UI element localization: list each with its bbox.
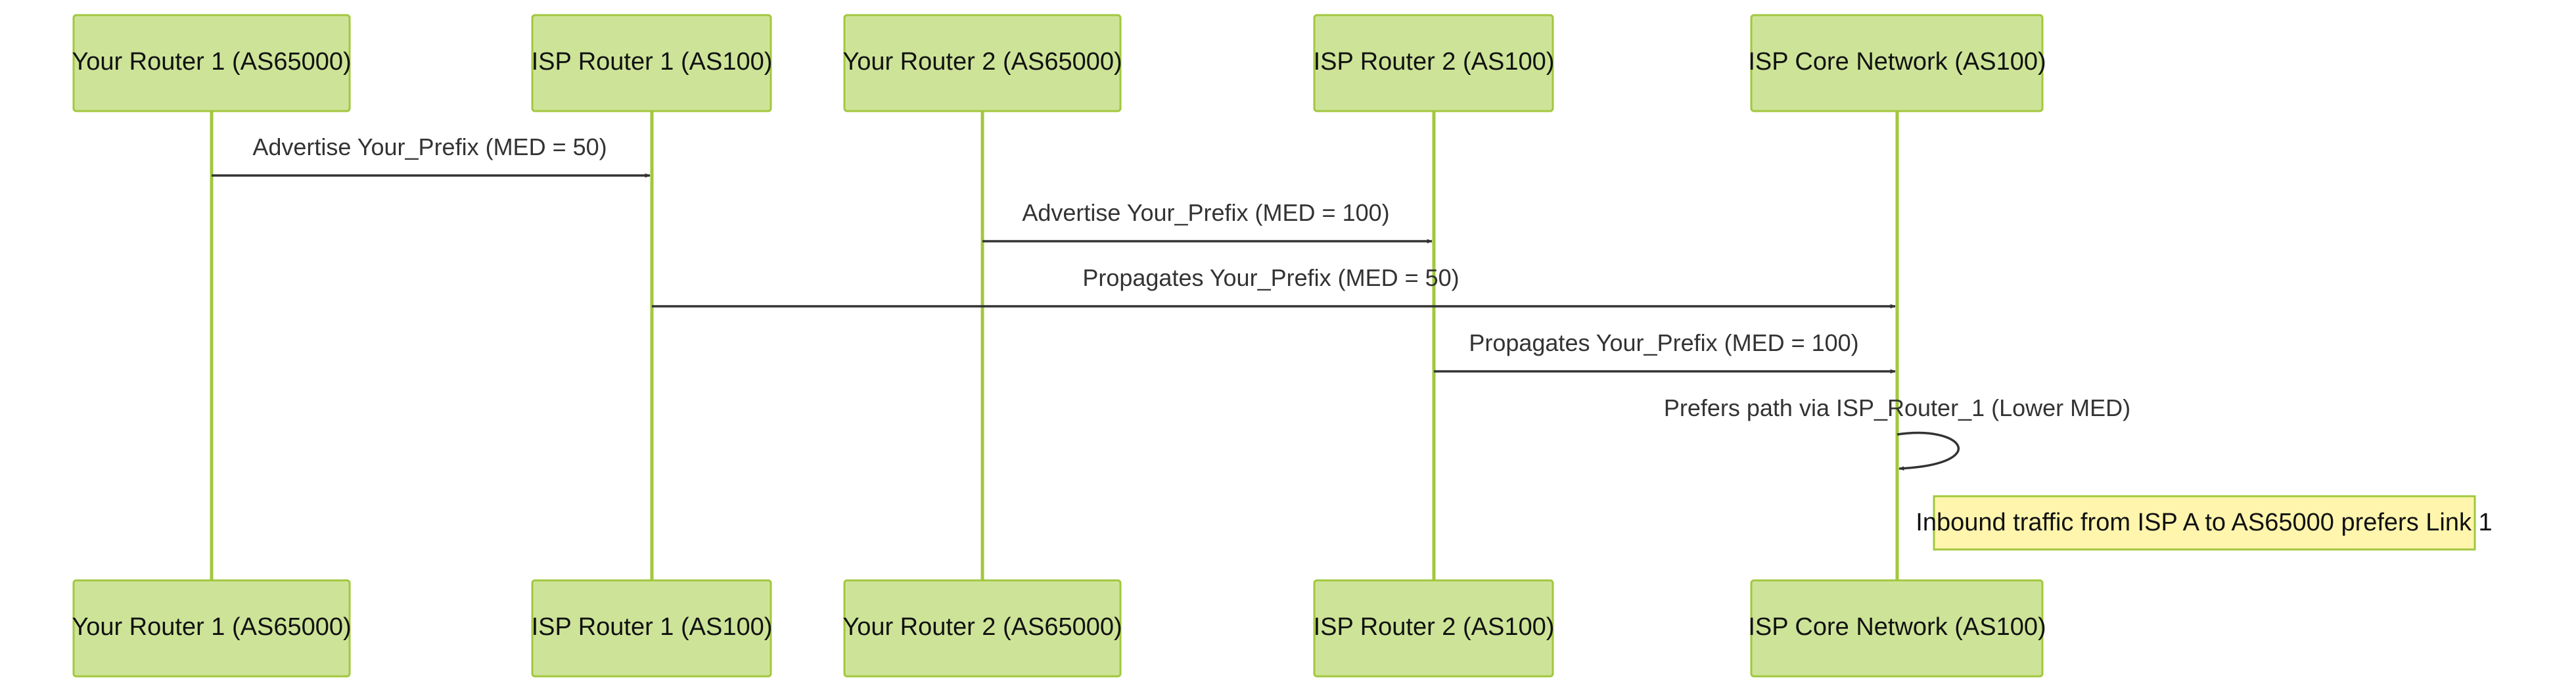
participant-your-router-2: Your Router 2 (AS65000)	[842, 14, 1122, 112]
participants-top: Your Router 1 (AS65000) ISP Router 1 (AS…	[72, 14, 2046, 112]
participant-your-router-2-bottom: Your Router 2 (AS65000)	[842, 579, 1122, 678]
participant-isp-core-network: ISP Core Network (AS100)	[1748, 14, 2046, 112]
message-advertise-med-50: Advertise Your_Prefix (MED = 50)	[212, 133, 651, 178]
note: Inbound traffic from ISP A to AS65000 pr…	[1916, 495, 2493, 551]
participant-label: Your Router 2 (AS65000)	[842, 613, 1122, 641]
participant-your-router-1: Your Router 1 (AS65000)	[72, 14, 352, 112]
message-propagates-med-100: Propagates Your_Prefix (MED = 100)	[1434, 329, 1896, 374]
message-advertise-med-100: Advertise Your_Prefix (MED = 100)	[982, 199, 1433, 244]
participant-label: ISP Core Network (AS100)	[1748, 613, 2046, 641]
participants-bottom: Your Router 1 (AS65000) ISP Router 1 (AS…	[72, 579, 2046, 678]
participant-isp-router-2: ISP Router 2 (AS100)	[1313, 14, 1555, 112]
message-label: Prefers path via ISP_Router_1 (Lower MED…	[1664, 394, 2130, 421]
message-label: Advertise Your_Prefix (MED = 100)	[1022, 199, 1389, 226]
participant-your-router-1-bottom: Your Router 1 (AS65000)	[72, 579, 352, 678]
participant-label: ISP Router 2 (AS100)	[1314, 613, 1555, 641]
participant-label: Your Router 1 (AS65000)	[72, 48, 351, 76]
participant-isp-router-1: ISP Router 1 (AS100)	[531, 14, 773, 112]
participant-label: Your Router 2 (AS65000)	[842, 48, 1122, 76]
self-loop-arrow	[1897, 431, 1960, 471]
participant-isp-router-1-bottom: ISP Router 1 (AS100)	[531, 579, 773, 678]
participant-label: ISP Router 1 (AS100)	[532, 48, 773, 76]
note-text: Inbound traffic from ISP A to AS65000 pr…	[1916, 509, 2492, 536]
participant-isp-router-2-bottom: ISP Router 2 (AS100)	[1313, 579, 1555, 678]
message-self-prefers-path: Prefers path via ISP_Router_1 (Lower MED…	[1664, 394, 2130, 471]
messages: Advertise Your_Prefix (MED = 50) Adverti…	[212, 133, 2130, 471]
message-label: Propagates Your_Prefix (MED = 100)	[1469, 329, 1858, 356]
message-label: Advertise Your_Prefix (MED = 50)	[252, 133, 607, 160]
participant-label: ISP Router 1 (AS100)	[532, 613, 773, 641]
participant-label: Your Router 1 (AS65000)	[72, 613, 351, 641]
message-propagates-med-50: Propagates Your_Prefix (MED = 50)	[652, 264, 1896, 309]
lifelines	[210, 112, 1899, 582]
participant-isp-core-network-bottom: ISP Core Network (AS100)	[1748, 579, 2046, 678]
message-label: Propagates Your_Prefix (MED = 50)	[1082, 264, 1459, 291]
participant-label: ISP Router 2 (AS100)	[1314, 48, 1555, 76]
participant-label: ISP Core Network (AS100)	[1748, 48, 2046, 76]
